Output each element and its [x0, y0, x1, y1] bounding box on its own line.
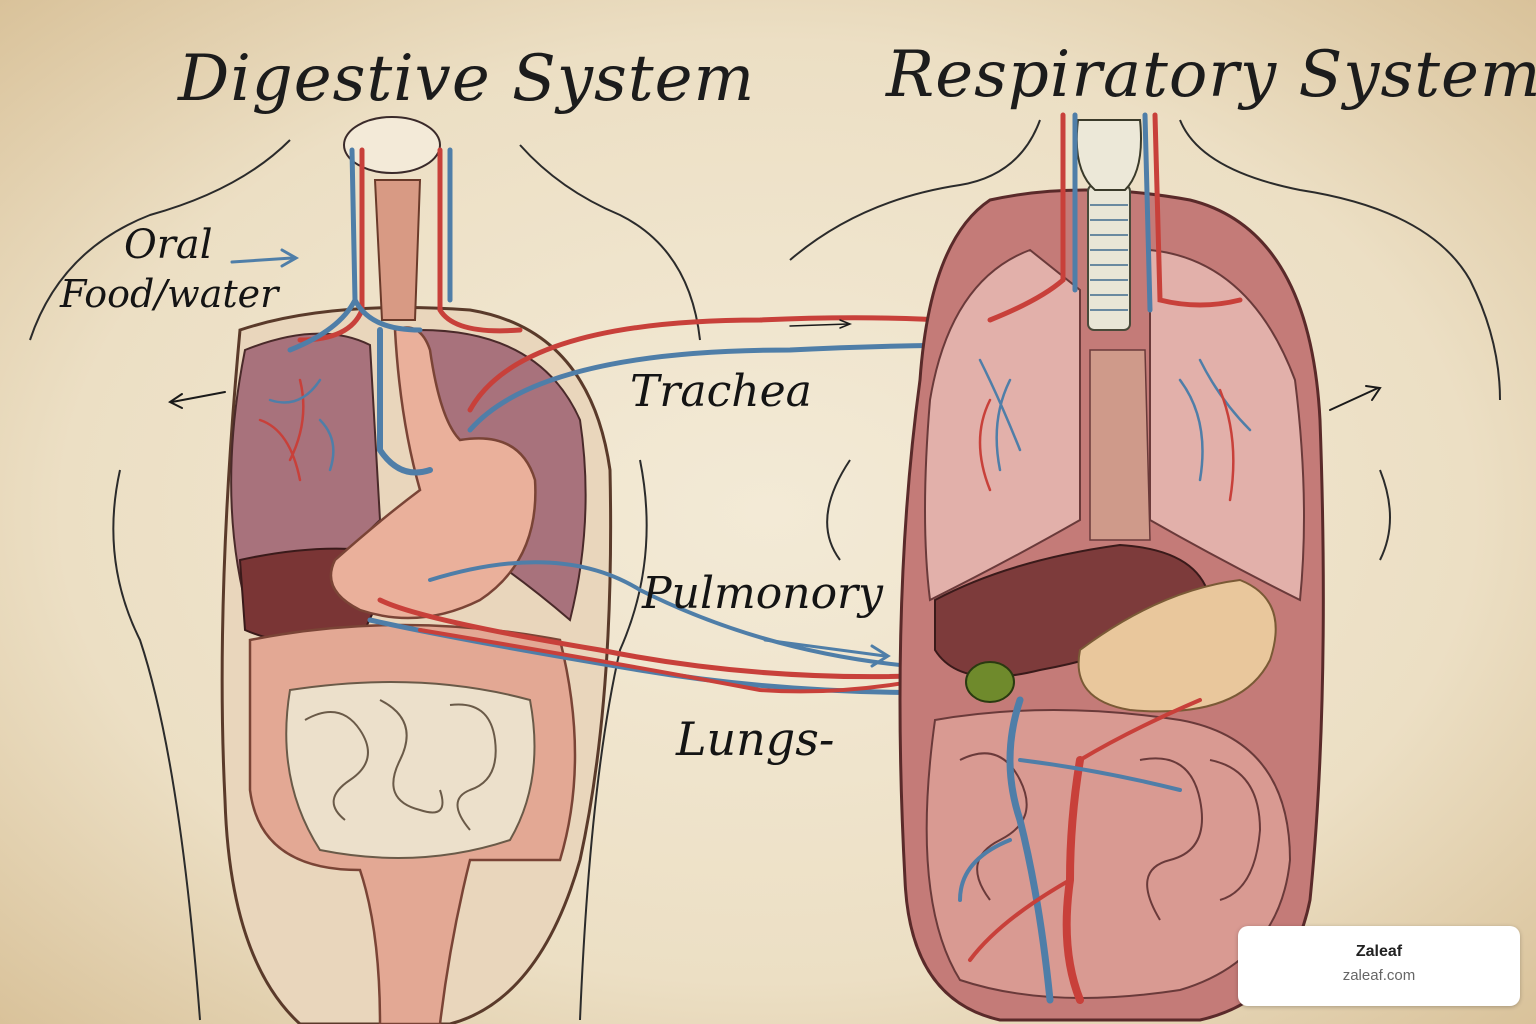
- digestive-system-title: Digestive System: [178, 42, 756, 116]
- right-trachea-rings: [1090, 204, 1128, 311]
- left-intestine-coils: [304, 699, 497, 831]
- watermark-url: zaleaf.com: [1342, 967, 1416, 984]
- label-lungs: Lungs-: [676, 712, 835, 766]
- right-stomach: [1077, 578, 1277, 713]
- label-trachea: Trachea: [630, 366, 812, 417]
- right-lung-right: [1149, 248, 1305, 602]
- right-torso-outline: [789, 119, 1501, 561]
- left-esophagus: [373, 179, 422, 321]
- watermark-name: Zaleaf: [1355, 943, 1403, 960]
- left-mouth: [343, 116, 441, 174]
- left-small-intestine: [285, 681, 536, 859]
- left-torso-outline: [29, 139, 701, 1021]
- label-pulmonory: Pulmonory: [642, 568, 883, 619]
- right-intestine-coils: [959, 752, 1262, 921]
- label-food-water: Food/water: [60, 272, 279, 316]
- right-lung-left: [924, 248, 1081, 602]
- left-stomach: [329, 326, 537, 620]
- right-trachea: [1087, 184, 1131, 331]
- flow-arrows: [168, 248, 1382, 668]
- right-vessels: [958, 112, 1252, 1004]
- left-vessels: [258, 147, 523, 482]
- respiratory-system-title: Respiratory System: [886, 38, 1536, 112]
- right-larynx: [1075, 119, 1142, 191]
- watermark-badge: Zaleaf zaleaf.com: [1238, 926, 1520, 1006]
- label-oral: Oral: [124, 222, 213, 268]
- right-mediastinum: [1089, 349, 1151, 541]
- right-gallbladder: [965, 661, 1015, 703]
